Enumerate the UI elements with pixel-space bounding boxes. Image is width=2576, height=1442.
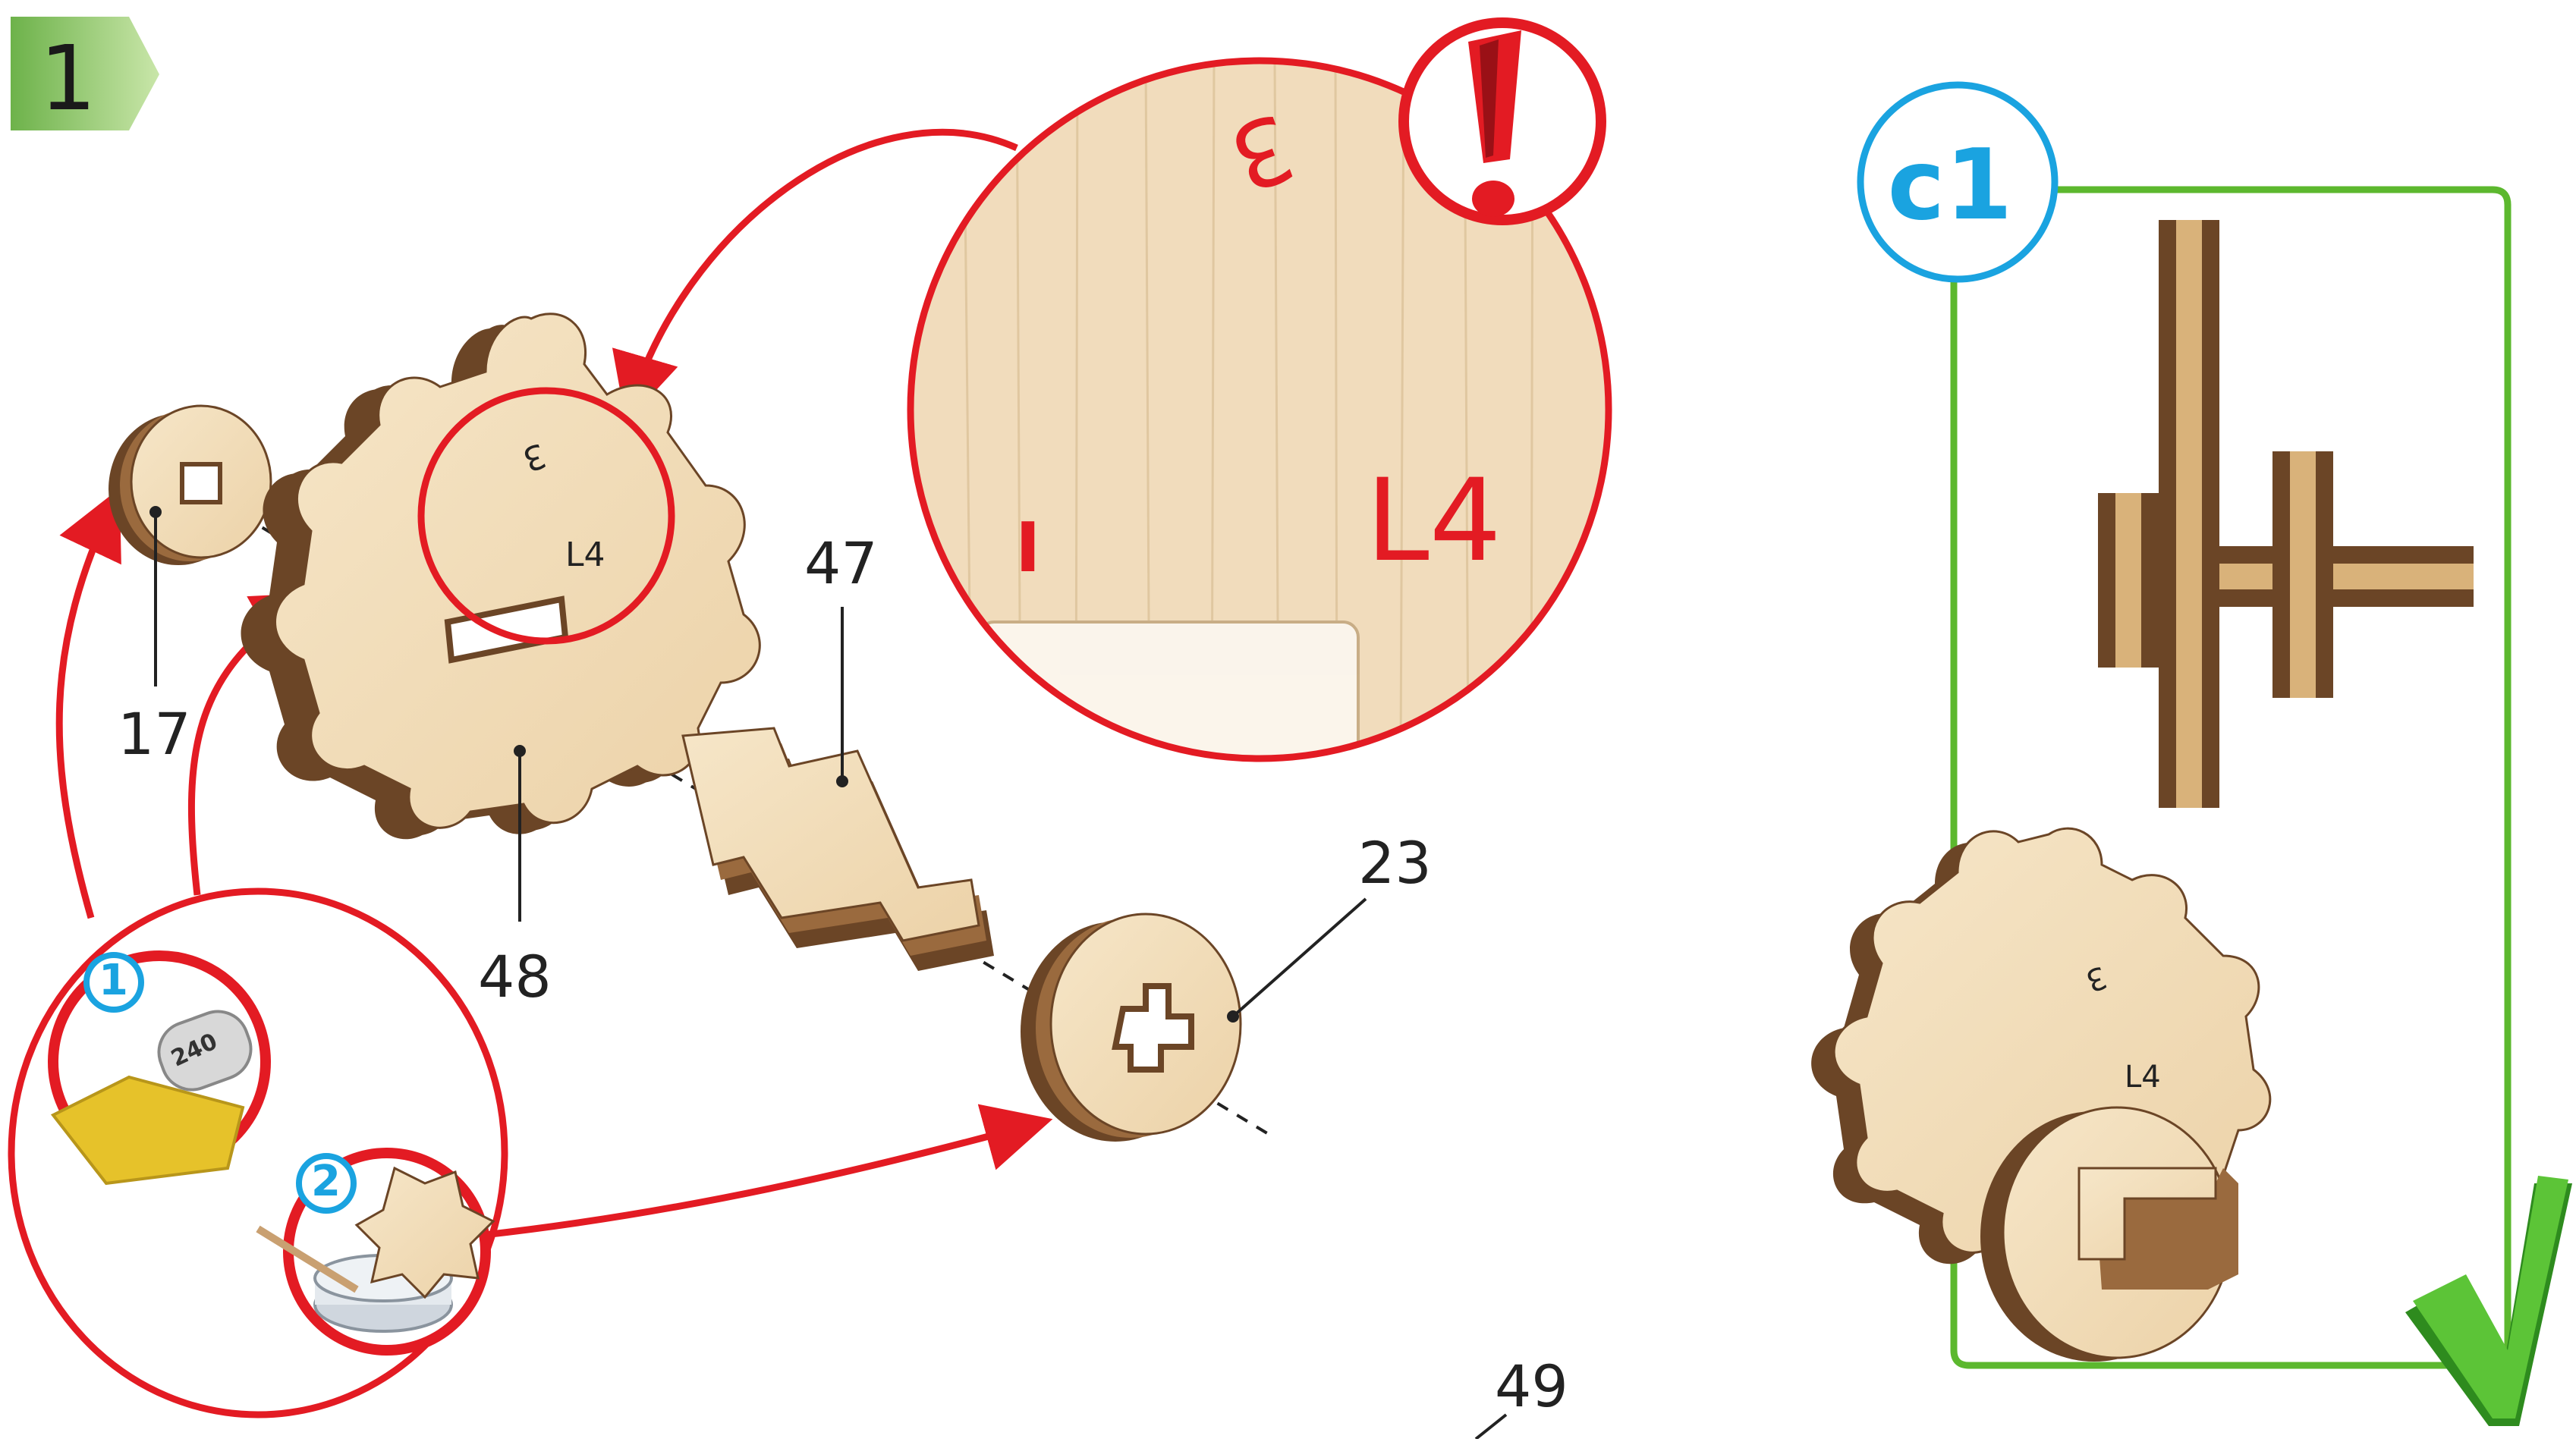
sandpaper-icon (50, 1010, 253, 1186)
check-panel (1811, 81, 2512, 1369)
side-view-diagram (2098, 220, 2474, 808)
part-label-17: 17 (118, 700, 191, 768)
red-arrows (55, 128, 1053, 1240)
checkmark-icon (2405, 1176, 2572, 1426)
part-label-23: 23 (1358, 829, 1432, 897)
assembled-view-diagram (1811, 827, 2272, 1362)
part-label-48: 48 (478, 943, 552, 1010)
part-label-47: 47 (804, 529, 878, 597)
glue-icon (256, 1166, 495, 1333)
step-number: 1 (39, 26, 97, 130)
zoom-detail (907, 57, 1612, 762)
part-48-gear (241, 313, 761, 840)
check-label-c1: c1 (1887, 129, 2013, 242)
part-label-49: 49 (1495, 1352, 1568, 1420)
zoom-mark-i: I (1015, 508, 1041, 588)
prep-step-2: 2 (311, 1157, 341, 1206)
step-badge (11, 17, 159, 130)
part-23-disk (1021, 913, 1242, 1142)
assembled-mark-l4: L4 (2125, 1060, 2161, 1095)
part-17-disk (109, 404, 272, 565)
prep-step-1: 1 (99, 956, 128, 1005)
zoom-mark-l4: L4 (1366, 455, 1502, 587)
gear-mark-l4: L4 (565, 536, 605, 574)
warning-exclamation-icon (1398, 17, 1606, 225)
detail-highlight-circle (417, 387, 675, 645)
prep-group (8, 888, 508, 1418)
part-47-shaft (681, 727, 994, 971)
leader-lines (149, 506, 1508, 1440)
